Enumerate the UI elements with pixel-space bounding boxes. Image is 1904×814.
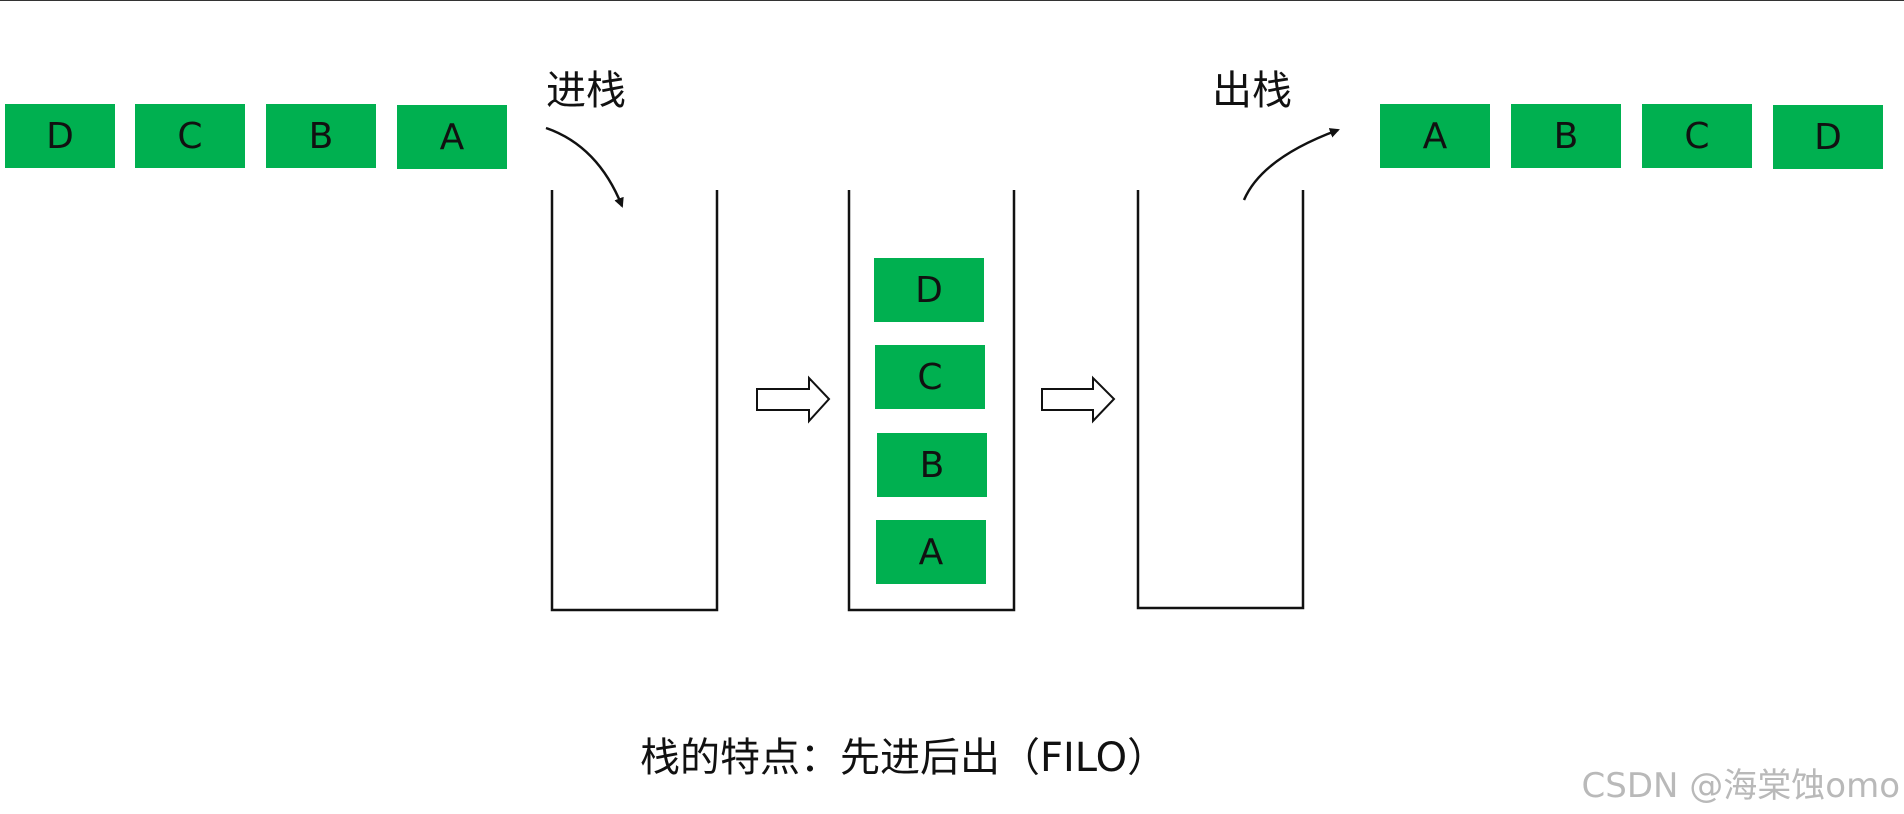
stack-container-empty-right <box>1136 190 1305 610</box>
output-box-4: D <box>1773 105 1883 169</box>
input-box-3: B <box>266 104 376 168</box>
top-border-line <box>0 0 1904 1</box>
pop-label: 出栈 <box>1212 68 1292 114</box>
block-arrow-2 <box>1041 375 1116 424</box>
stack-container-filled <box>847 190 1016 612</box>
caption: 栈的特点：先进后出（FILO） <box>640 735 1168 781</box>
output-box-2: B <box>1511 104 1621 168</box>
block-arrow-1 <box>756 375 831 424</box>
output-box-1: A <box>1380 104 1490 168</box>
input-box-4: A <box>397 105 507 169</box>
pop-arrow <box>1242 128 1340 201</box>
output-box-3: C <box>1642 104 1752 168</box>
stack-box-2: C <box>875 345 985 409</box>
stack-box-3: B <box>877 433 987 497</box>
push-arrow <box>545 126 624 208</box>
stack-box-4: A <box>876 520 986 584</box>
push-label: 进栈 <box>546 68 626 114</box>
input-box-1: D <box>5 104 115 168</box>
stack-container-empty-left <box>550 190 719 612</box>
watermark: CSDN @海棠蚀omo <box>1581 766 1900 806</box>
input-box-2: C <box>135 104 245 168</box>
stack-box-1: D <box>874 258 984 322</box>
